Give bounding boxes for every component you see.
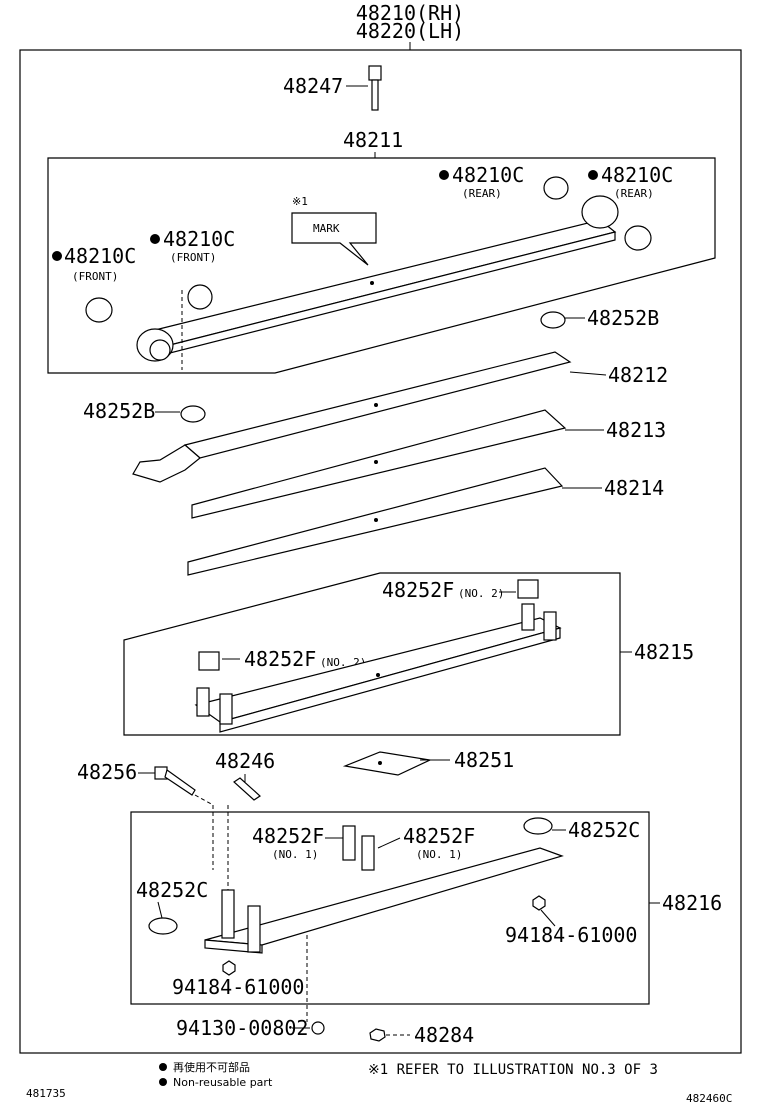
outer-frame: [19, 49, 742, 1054]
bullet-icon: [159, 1078, 167, 1086]
label-48252c-left: 48252C: [136, 878, 208, 902]
bush-rear-2: [624, 225, 652, 251]
label-48214: 48214: [604, 476, 664, 500]
label-front-1: (FRONT): [170, 251, 216, 264]
label-48247: 48247: [283, 74, 343, 98]
leaf-48212: [132, 351, 572, 483]
pin-48246: [233, 777, 261, 801]
washer-94130: [311, 1021, 325, 1035]
clip-assy-frame: [123, 572, 621, 736]
legend-jp: 再使用不可部品: [173, 1060, 250, 1074]
label-48212: 48212: [608, 363, 668, 387]
label-bush-rear-1: 48210C: [452, 163, 524, 187]
clip-no1-a: [342, 825, 356, 861]
code-left: 481735: [26, 1087, 66, 1100]
label-front-2: (FRONT): [72, 270, 118, 283]
label-no2-a: (NO. 2): [458, 587, 504, 600]
label-48252f-no1-a: 48252F: [252, 824, 324, 848]
clip-plate-48215: [194, 603, 562, 733]
label-rear-1: (REAR): [462, 187, 502, 200]
label-48252b-right: 48252B: [587, 306, 659, 330]
label-48252f-no1-b: 48252F: [403, 824, 475, 848]
leader-48212: [569, 371, 607, 376]
label-48246: 48246: [215, 749, 275, 773]
cap-48252b-left: [180, 405, 206, 423]
leader-clip-c-left: [157, 901, 163, 919]
bottom-plate-48216: [204, 847, 564, 954]
label-48256: 48256: [77, 760, 137, 784]
bush-front-2: [85, 297, 113, 323]
label-48284: 48284: [414, 1023, 474, 1047]
leaf-48213: [191, 409, 567, 519]
mark-callout: [291, 212, 377, 266]
main-leaf: [136, 195, 619, 362]
mark-ref: ※1: [292, 195, 308, 208]
label-bush-rear-2: 48210C: [601, 163, 673, 187]
bullet-icon: [150, 234, 160, 244]
leader-clip-no1-b: [377, 837, 401, 849]
leaf-48214: [187, 467, 564, 576]
bush-rear-1: [543, 176, 569, 200]
bullet-icon: [159, 1063, 167, 1071]
center-bolt-48256: [154, 766, 196, 796]
bush-front-1: [187, 284, 213, 310]
leaf-assy-frame: [47, 157, 716, 374]
label-48251: 48251: [454, 748, 514, 772]
label-48252f-no2-b: 48252F: [244, 647, 316, 671]
refer-note: ※1 REFER TO ILLUSTRATION NO.3 OF 3: [368, 1062, 658, 1078]
legend-en: Non-reusable part: [173, 1076, 273, 1089]
bullet-icon: [439, 170, 449, 180]
label-bush-front-2: 48210C: [64, 244, 136, 268]
clip-no1-b: [361, 835, 375, 871]
label-bush-front-1: 48210C: [163, 227, 235, 251]
plate-48251: [342, 751, 433, 776]
label-48211: 48211: [343, 128, 403, 152]
label-nut-right: 94184-61000: [505, 923, 637, 947]
cap-48252b-right: [540, 311, 566, 329]
label-48252b-left: 48252B: [83, 399, 155, 423]
label-nut-left: 94184-61000: [172, 975, 304, 999]
label-48213: 48213: [606, 418, 666, 442]
code-right: 482460C: [686, 1092, 732, 1105]
clip-c-left: [148, 917, 178, 935]
label-48252f-no2-a: 48252F: [382, 578, 454, 602]
clip-no2-a: [517, 579, 539, 599]
clip-c-right: [523, 817, 553, 835]
label-48216: 48216: [662, 891, 722, 915]
label-48215: 48215: [634, 640, 694, 664]
label-no1-a: (NO. 1): [272, 848, 318, 861]
nut-right: [532, 895, 546, 911]
bolt-48247: [368, 65, 382, 111]
bullet-icon: [52, 251, 62, 261]
bullet-icon: [588, 170, 598, 180]
mark-text: MARK: [313, 222, 340, 235]
part-number-lh: 48220(LH): [356, 19, 464, 43]
part-number-rh: 48210(RH): [356, 1, 464, 25]
leader-nut-right: [540, 909, 556, 927]
nut-left: [222, 960, 236, 976]
label-rear-2: (REAR): [614, 187, 654, 200]
label-no1-b: (NO. 1): [416, 848, 462, 861]
label-48252c-right: 48252C: [568, 818, 640, 842]
nut-assy-frame: [130, 811, 650, 1005]
label-94130: 94130-00802: [176, 1016, 308, 1040]
nut-48284: [369, 1028, 386, 1042]
clip-no2-b: [198, 651, 220, 671]
bolt-guide-a: [194, 794, 214, 806]
plate-hole: [378, 761, 382, 765]
